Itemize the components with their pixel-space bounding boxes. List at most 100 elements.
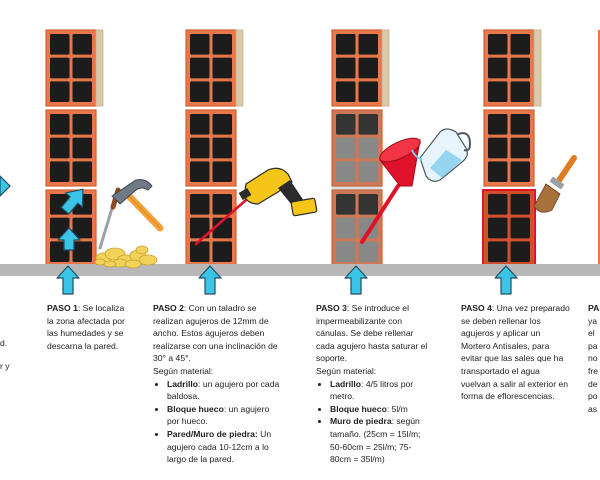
brick-hole (212, 217, 232, 239)
paintbrush-icon (533, 155, 577, 213)
step-4-description: : Una vez preparado se deben rellenar lo… (461, 303, 570, 402)
floor (0, 264, 600, 276)
step-3-material-item: Ladrillo: 4/5 litros por metro. (330, 378, 432, 403)
brush-bristles (533, 183, 561, 213)
hammer-icon (111, 179, 164, 232)
brick-hole (72, 217, 92, 239)
brick-hole (50, 114, 70, 135)
step-1-description: : Se localiza la zona afectada por las h… (47, 303, 125, 351)
partial-right-line: pa (588, 340, 598, 351)
brick-hole (212, 34, 232, 55)
brick-hole (510, 194, 530, 215)
brush-ferrule (549, 176, 565, 190)
wall-step-4 (482, 29, 542, 267)
brick-hole (336, 57, 356, 79)
mortar-strip (381, 29, 390, 107)
step-3-materials-label: Según material: (316, 365, 377, 376)
brush-handle (555, 155, 577, 185)
brick-hole (336, 114, 356, 135)
brick-hole (190, 217, 210, 239)
brick-hole (488, 217, 508, 239)
step-3-material-item: Muro de piedra: según tamaño. (25cm = 15… (330, 415, 432, 465)
drill-battery (290, 197, 318, 217)
brick-hole (358, 161, 378, 182)
brick-hole (488, 81, 508, 102)
brick-hole (488, 57, 508, 79)
step-4-text: PASO 4: Una vez preparado se deben relle… (461, 302, 571, 403)
step-1-text: PASO 1: Se localiza la zona afectada por… (47, 302, 125, 352)
debris-piece (138, 254, 158, 266)
brick-hole (212, 114, 232, 135)
brick-hole (358, 137, 378, 159)
partial-right-line: po (588, 391, 598, 402)
brick-hole (510, 34, 530, 55)
brick-hole (190, 161, 210, 182)
brick-hole (510, 81, 530, 102)
brick-hole (488, 241, 508, 262)
debris-piece (135, 245, 149, 255)
partial-right-line: ya (588, 315, 598, 326)
step-2-description: : Con un taladro se realizan agujeros de… (153, 303, 278, 364)
brick-hole (358, 241, 378, 262)
brick (185, 109, 237, 187)
brick (185, 29, 237, 107)
brick-hole (212, 57, 232, 79)
step-4-title: PASO 4 (461, 303, 492, 313)
brick-hole (190, 114, 210, 135)
step-3-description: : Se introduce el impermeabilizante con … (316, 303, 428, 364)
step-3-materials-list: Ladrillo: 4/5 litros por metro. Bloque h… (316, 378, 432, 466)
brick-hole (190, 34, 210, 55)
partial-right-line: as (588, 403, 598, 414)
brick-hole (50, 81, 70, 102)
rubble-debris (94, 245, 158, 269)
arrow-diagonal-icon (60, 188, 84, 215)
brick-hole (190, 137, 210, 159)
drill-bit (194, 198, 248, 246)
step-2-materials-label: Según material: (153, 365, 214, 376)
arrow-up-icon (56, 265, 80, 295)
brick-hole (336, 81, 356, 102)
step-2-material-item: Bloque hueco: un agujero por hueco. (167, 403, 283, 428)
brick (483, 29, 535, 107)
partial-right-line: de (588, 378, 598, 389)
partial-text-left: d. r y (0, 337, 14, 372)
brick-hole (358, 81, 378, 102)
wall-step-3 (331, 29, 390, 267)
step-2-material-item: Pared/Muro de piedra: Un agujero cada 10… (167, 428, 283, 466)
brick-hole (50, 34, 70, 55)
brick-hole (190, 194, 210, 215)
brick-hole (510, 161, 530, 182)
brick (331, 29, 383, 107)
arrow-up-icon (57, 227, 81, 251)
step-3-material-item: Bloque hueco: 5l/m (330, 403, 432, 416)
step-2-material-item: Ladrillo: un agujero por cada baldosa. (167, 378, 283, 403)
arrow-up-icon (344, 265, 368, 295)
brick-hole (358, 34, 378, 55)
measuring-jug-icon (411, 128, 472, 182)
brick-hole (358, 194, 378, 215)
drill-icon (194, 167, 318, 246)
funnel-icon (360, 137, 421, 244)
brick-hole (72, 241, 92, 262)
step-2-materials-list: Ladrillo: un agujero por cada baldosa. B… (153, 378, 283, 466)
brick-hole (510, 241, 530, 262)
brick-hole (190, 57, 210, 79)
brick-hole (212, 241, 232, 262)
brick-hole (50, 57, 70, 79)
mortar-strip (533, 29, 542, 107)
brick-hole (190, 241, 210, 262)
brick-hole (50, 161, 70, 182)
saturated-zone (332, 110, 382, 266)
partial-right-line: no (588, 353, 598, 364)
brick (45, 29, 97, 107)
debris-piece (124, 259, 142, 269)
partial-text-right: PA ya el pa no fre de po as (588, 302, 600, 415)
brick-hole (72, 34, 92, 55)
arrow-up-icon (198, 265, 222, 295)
cannula (360, 184, 400, 244)
brick-hole (72, 81, 92, 102)
brick-hole (336, 217, 356, 239)
brick-hole (336, 194, 356, 215)
brick-hole (50, 137, 70, 159)
